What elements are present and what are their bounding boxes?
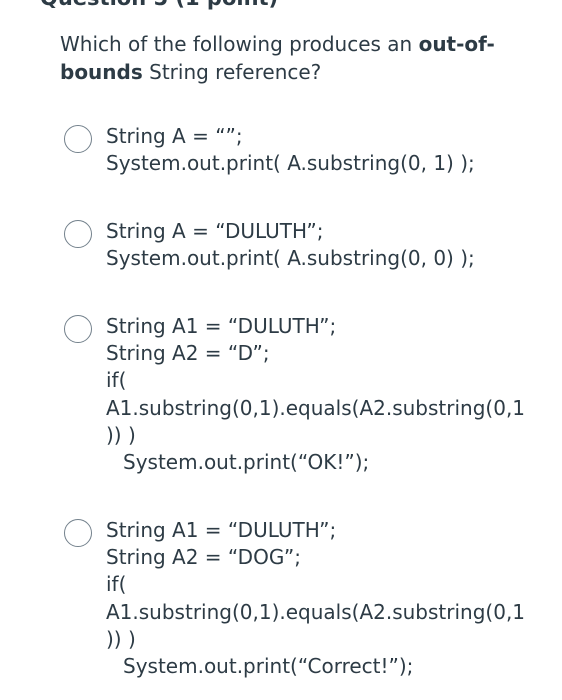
answer-text-2[interactable]: String A = “DULUTH”; System.out.print( A…: [106, 218, 526, 272]
answer-text-4[interactable]: String A1 = “DULUTH”; String A2 = “DOG”;…: [106, 517, 526, 680]
code-line: String A2 = “DOG”;: [106, 545, 301, 570]
code-line: )) ): [106, 626, 136, 651]
question-text: Which of the following produces an out-o…: [60, 30, 520, 86]
code-line: System.out.print( A.substring(0, 0) );: [106, 246, 475, 271]
code-line: String A = “DULUTH”;: [106, 219, 324, 243]
radio-button-1[interactable]: [64, 125, 92, 153]
answer-text-1[interactable]: String A = “”; System.out.print( A.subst…: [106, 123, 526, 177]
code-line: String A1 = “DULUTH”;: [106, 518, 337, 542]
question-header: Question 5 (1 point): [40, 0, 278, 10]
question-text-bold2: bounds: [60, 60, 143, 84]
code-line: A1.substring(0,1).equals(A2.substring(0,…: [106, 395, 526, 420]
answer-text-3[interactable]: String A1 = “DULUTH”; String A2 = “D”; i…: [106, 313, 526, 476]
code-line: String A = “”;: [106, 124, 243, 148]
code-line: String A1 = “DULUTH”;: [106, 314, 337, 338]
code-line: )) ): [106, 422, 136, 447]
question-text-part1: Which of the following produces an: [60, 32, 419, 56]
code-line: String A2 = “D”;: [106, 341, 270, 366]
radio-button-2[interactable]: [64, 220, 92, 248]
code-line: if(: [106, 368, 127, 393]
code-line: A1.substring(0,1).equals(A2.substring(0,…: [106, 599, 526, 624]
radio-button-4[interactable]: [64, 519, 92, 547]
question-text-part2: String reference?: [142, 60, 322, 84]
code-line-indented: System.out.print(“Correct!”);: [123, 654, 414, 679]
radio-button-3[interactable]: [64, 315, 92, 343]
code-line: if(: [106, 572, 127, 597]
code-line: System.out.print( A.substring(0, 1) );: [106, 151, 475, 176]
question-text-bold1: out-of-: [418, 32, 495, 56]
code-line-indented: System.out.print(“OK!”);: [123, 450, 370, 475]
